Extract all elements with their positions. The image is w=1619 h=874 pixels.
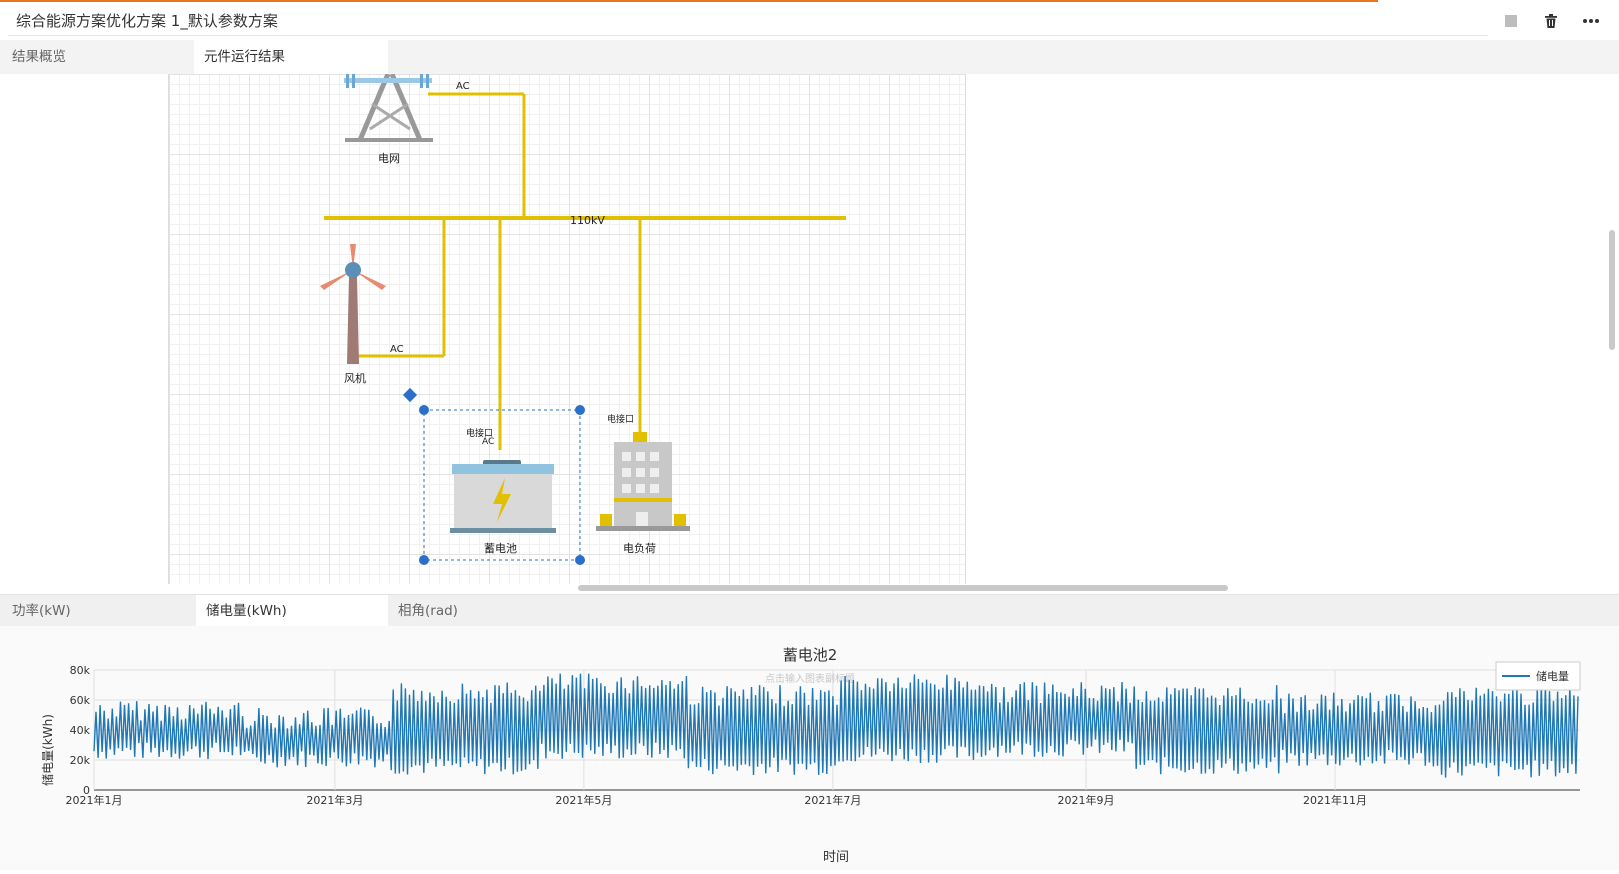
rotate-handle [402,387,418,403]
selection-box [423,409,581,561]
more-button[interactable] [1580,10,1602,32]
storage-chart: 蓄电池2 点击输入图表副标题 储电量(kWh) 时间 020k40k60k80k… [40,646,1581,865]
tab-storage[interactable]: 储电量(kWh) [196,595,388,627]
battery-port-name: 电接口 [466,429,494,439]
series-line-storage [93,673,1579,778]
grid-label: 电网 [378,152,400,165]
trash-icon [1545,14,1557,28]
delete-button[interactable] [1540,10,1562,32]
x-tick-label: 2021年9月 [1058,793,1115,807]
single-line-diagram [320,74,846,565]
y-axis-label: 储电量(kWh) [40,714,55,786]
chart-tabs: 功率(kW) 储电量(kWh) 相角(rad) [0,594,1619,627]
resize-handle [575,405,585,415]
wind-port-label: AC [390,344,404,355]
tab-component-results[interactable]: 元件运行结果 [194,40,388,74]
vertical-scrollbar[interactable] [1609,230,1615,350]
x-axis-label: 时间 [823,850,849,865]
tab-result-overview[interactable]: 结果概览 [12,49,66,65]
stop-icon [1505,15,1517,27]
resize-handle [419,405,429,415]
chart-legend[interactable]: 储电量 [1495,661,1581,691]
horizontal-scrollbar[interactable] [578,585,1228,591]
x-tick-label: 2021年7月 [804,793,861,807]
y-tick-label: 20k [70,754,91,767]
legend-entry: 储电量 [1536,669,1569,683]
chart-title: 蓄电池2 [783,646,838,664]
load-label: 电负荷 [623,542,656,555]
building-load-icon [596,432,690,531]
y-tick-label: 80k [70,664,91,677]
diagram-grid [168,74,966,584]
result-tabs: 结果概览 元件运行结果 [0,40,1619,74]
tab-phase-angle[interactable]: 相角(rad) [398,603,458,619]
y-tick-label: 40k [70,724,91,737]
loading-progress-bar [0,0,1378,2]
wind-turbine-icon [320,244,386,364]
diagram-canvas[interactable]: AC 电网 110kV AC 风机 电接口 AC 蓄电池 电接口 电负荷 [0,74,1619,594]
bus-label: 110kV [570,214,605,227]
x-tick-label: 2021年1月 [66,793,123,807]
battery-label: 蓄电池 [484,542,517,555]
battery-icon [450,460,556,533]
battery-port-type: AC [482,437,495,447]
grid-port-label: AC [456,81,470,92]
tab-power[interactable]: 功率(kW) [12,603,71,619]
wind-label: 风机 [344,372,366,385]
resize-handle [575,555,585,565]
x-tick-label: 2021年5月 [555,793,612,807]
y-tick-label: 60k [70,694,91,707]
more-icon [1583,19,1599,23]
page-title: 综合能源方案优化方案 1_默认参数方案 [16,12,278,30]
x-tick-label: 2021年3月 [306,793,363,807]
stop-button[interactable] [1500,10,1522,32]
title-divider [8,35,1488,36]
y-tick-label: 0 [83,784,90,797]
power-tower-icon [344,74,433,142]
load-port-name: 电接口 [607,415,635,425]
resize-handle [419,555,429,565]
x-tick-label: 2021年11月 [1303,793,1367,807]
